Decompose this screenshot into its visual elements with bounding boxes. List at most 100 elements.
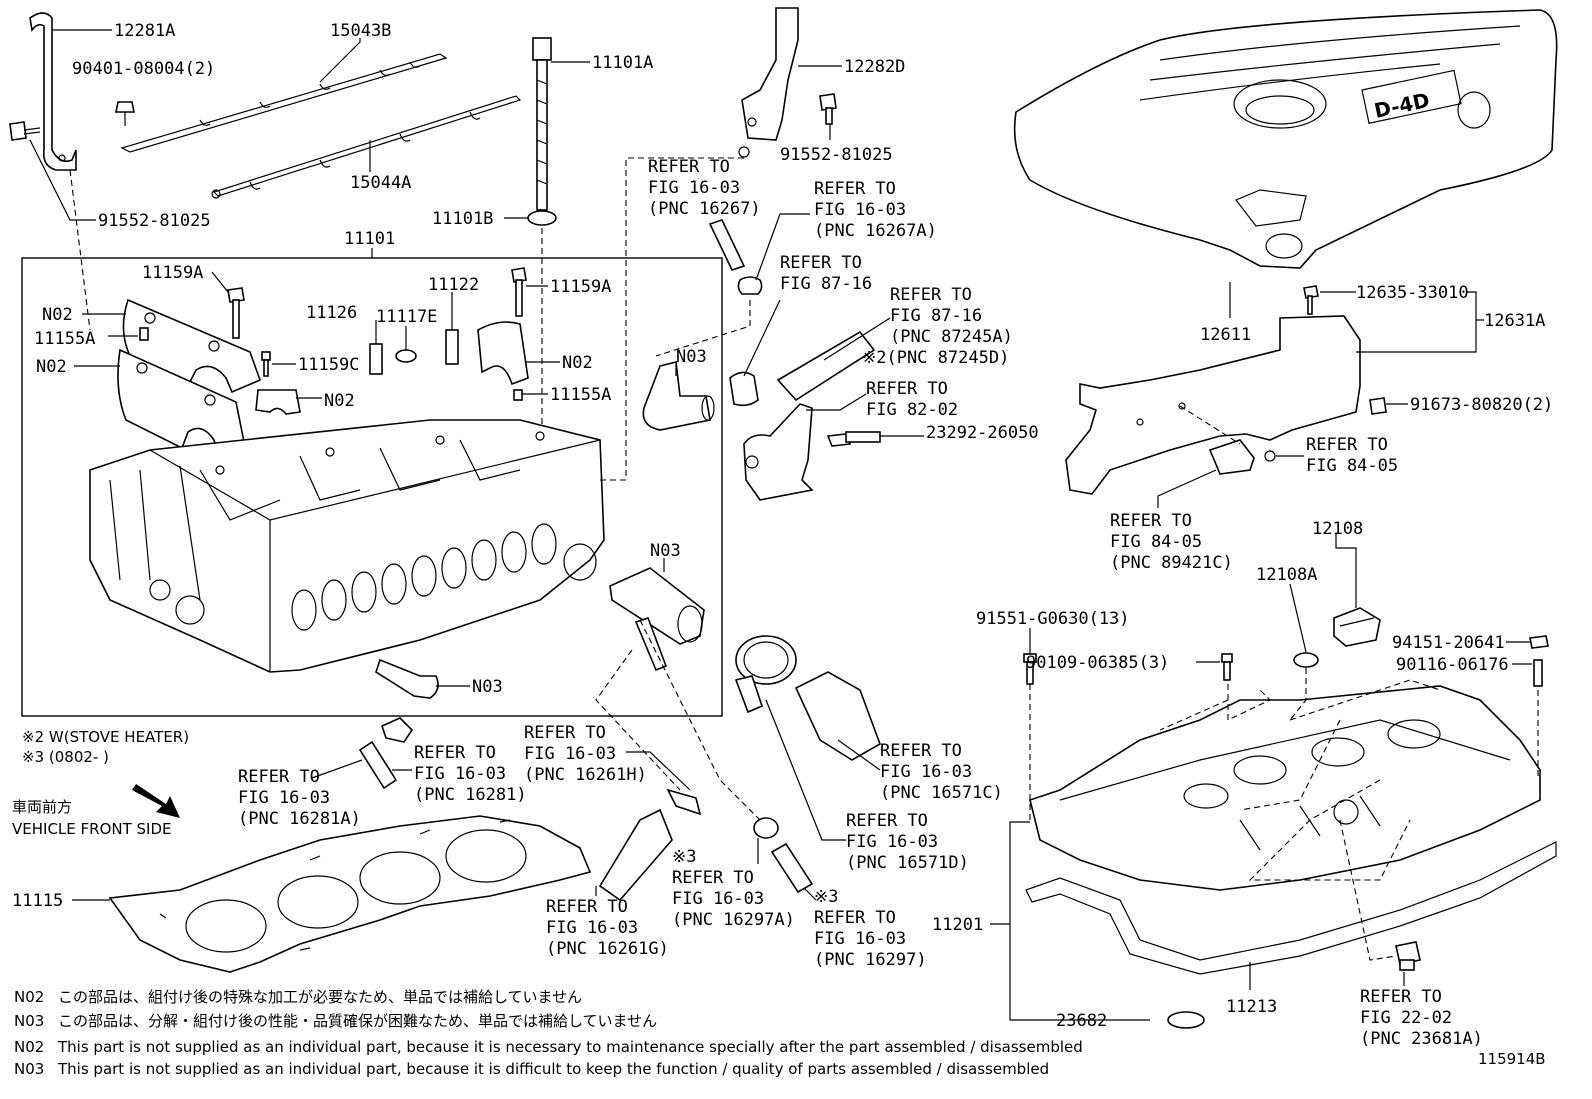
svg-text:(PNC 16261G): (PNC 16261G) [546, 939, 669, 959]
bolt-90401[interactable] [115, 101, 135, 126]
fitting-N03-lower[interactable] [375, 658, 439, 699]
pipe-11126[interactable] [369, 343, 383, 375]
svg-text:REFER TO: REFER TO [890, 285, 972, 305]
hose-87245A[interactable] [776, 330, 876, 402]
label-12282D: 12282D [844, 57, 905, 77]
label-11213: 11213 [1226, 997, 1277, 1017]
diagram-id: 115914B [1478, 1050, 1546, 1068]
bolt-11101A[interactable] [532, 37, 552, 211]
svg-text:(PNC 16261H): (PNC 16261H) [524, 765, 647, 785]
hose-16281A-clamp[interactable] [381, 717, 414, 743]
svg-text:FIG 84-05: FIG 84-05 [1306, 456, 1398, 476]
hose-16571C[interactable] [794, 671, 881, 761]
camshaft-bearing-cap-upper[interactable] [122, 298, 262, 394]
clamp-16571C[interactable] [734, 635, 797, 714]
svg-text:This part is not supplied as a: This part is not supplied as an individu… [57, 1038, 1083, 1056]
label-90109: 90109-06385(3) [1026, 653, 1169, 673]
bolt-91673[interactable] [1369, 397, 1387, 415]
bolt-11159A-right[interactable] [511, 267, 527, 317]
bracket-82-02[interactable] [743, 403, 814, 501]
svg-text:REFER TO: REFER TO [238, 767, 320, 787]
stud-23292[interactable] [826, 431, 881, 447]
plug-11117E[interactable] [395, 349, 417, 363]
label-12611: 12611 [1200, 325, 1251, 345]
label-N03-1: N03 [676, 347, 707, 367]
refer-16267: REFER TO FIG 16-03 (PNC 16267) [648, 157, 761, 219]
engine-cover-12611[interactable] [1013, 9, 1558, 269]
nut-94151[interactable] [1529, 635, 1549, 649]
gasket-11213[interactable] [1025, 841, 1557, 975]
label-11122: 11122 [428, 275, 479, 295]
label-94151: 94151-20641 [1392, 633, 1505, 653]
svg-text:(PNC 16297): (PNC 16297) [814, 950, 927, 970]
clamp-87-16[interactable] [729, 371, 759, 407]
label-N03-3: N03 [472, 677, 503, 697]
refer-87245A: REFER TO FIG 87-16 (PNC 87245A) ※2(PNC 8… [862, 285, 1013, 368]
harness-rail-15043B[interactable] [120, 53, 448, 153]
svg-text:FIG 16-03: FIG 16-03 [814, 200, 906, 220]
cylinder-head-cover-11201[interactable] [1029, 685, 1541, 891]
bolt-91552-left[interactable] [9, 121, 41, 141]
washer-11101B[interactable] [527, 210, 557, 226]
bolt-91552-top[interactable] [819, 93, 837, 125]
dowel-11155A-left[interactable] [139, 327, 149, 341]
svg-text:(PNC 16297A): (PNC 16297A) [672, 910, 795, 930]
gasket-23682[interactable] [1167, 1011, 1205, 1029]
svg-text:(PNC 16281): (PNC 16281) [414, 785, 527, 805]
svg-text:REFER TO: REFER TO [1110, 511, 1192, 531]
svg-text:N02: N02 [14, 1038, 44, 1056]
plug-23681A[interactable] [1395, 941, 1421, 971]
footnote-1: N02 この部品は、組付け後の特殊な加工が必要なため、単品では補給していません [14, 988, 582, 1006]
pipe-11122[interactable] [445, 329, 459, 365]
fitting-N03-upper[interactable] [642, 361, 715, 431]
svg-text:FIG 16-03: FIG 16-03 [524, 744, 616, 764]
label-N02-4: N02 [562, 353, 593, 373]
bracket-12631A[interactable] [1065, 315, 1361, 495]
svg-text:この部品は、組付け後の特殊な加工が必要なため、単品では補給し: この部品は、組付け後の特殊な加工が必要なため、単品では補給していません [58, 988, 582, 1006]
svg-text:FIG 22-02: FIG 22-02 [1360, 1008, 1452, 1028]
hose-16281[interactable] [358, 740, 398, 790]
label-N02-2: N02 [36, 357, 67, 377]
bolt-11159A-left[interactable] [227, 287, 245, 339]
sensor-84-05[interactable] [1208, 439, 1276, 475]
svg-text:FIG 87-16: FIG 87-16 [890, 306, 982, 326]
label-11117E: 11117E [376, 307, 437, 327]
bolt-90109[interactable] [1221, 653, 1233, 681]
bearing-cap-right[interactable] [477, 321, 529, 386]
clamp-16267A[interactable] [737, 276, 763, 295]
camshaft-bearing-cap-lower[interactable] [117, 348, 247, 464]
bolt-11159C[interactable] [261, 351, 271, 377]
refer-16297: ※3 REFER TO FIG 16-03 (PNC 16297) [814, 887, 927, 970]
clamp-16297A[interactable] [753, 817, 779, 839]
svg-text:(PNC 16267A): (PNC 16267A) [814, 221, 937, 241]
label-11115: 11115 [12, 891, 63, 911]
clamp-16261H[interactable] [666, 788, 702, 816]
bracket-12282D[interactable] [738, 7, 799, 158]
group-label-11101: 11101 [344, 229, 395, 249]
gasket-12108A[interactable] [1293, 652, 1319, 668]
head-gasket-11115[interactable] [108, 815, 592, 973]
label-N02-1: N02 [42, 305, 73, 325]
svg-text:FIG 16-03: FIG 16-03 [846, 832, 938, 852]
svg-text:FIG 16-03: FIG 16-03 [414, 764, 506, 784]
svg-text:FIG 16-03: FIG 16-03 [672, 889, 764, 909]
dowel-11155A-right[interactable] [513, 389, 523, 401]
sleeve-N03-middle[interactable] [609, 567, 705, 672]
harness-rail-15044A[interactable] [211, 95, 522, 199]
hose-16261G[interactable] [598, 808, 673, 902]
cylinder-head-11101[interactable] [89, 419, 605, 673]
label-11155A-2: 11155A [550, 385, 611, 405]
hose-16267[interactable] [708, 219, 746, 271]
label-12635: 12635-33010 [1356, 283, 1469, 303]
hose-16297[interactable] [770, 842, 814, 894]
bracket-12281A[interactable] [29, 12, 77, 171]
bearing-cap-small[interactable] [255, 389, 301, 415]
oil-filler-cap-12108[interactable] [1333, 607, 1381, 647]
bolt-12635[interactable] [1303, 285, 1319, 315]
stud-90116[interactable] [1533, 659, 1543, 687]
label-91673: 91673-80820(2) [1410, 395, 1553, 415]
refer-89421C: REFER TO FIG 84-05 (PNC 89421C) [1110, 511, 1233, 573]
label-11159C: 11159C [298, 355, 359, 375]
svg-text:REFER TO: REFER TO [880, 741, 962, 761]
